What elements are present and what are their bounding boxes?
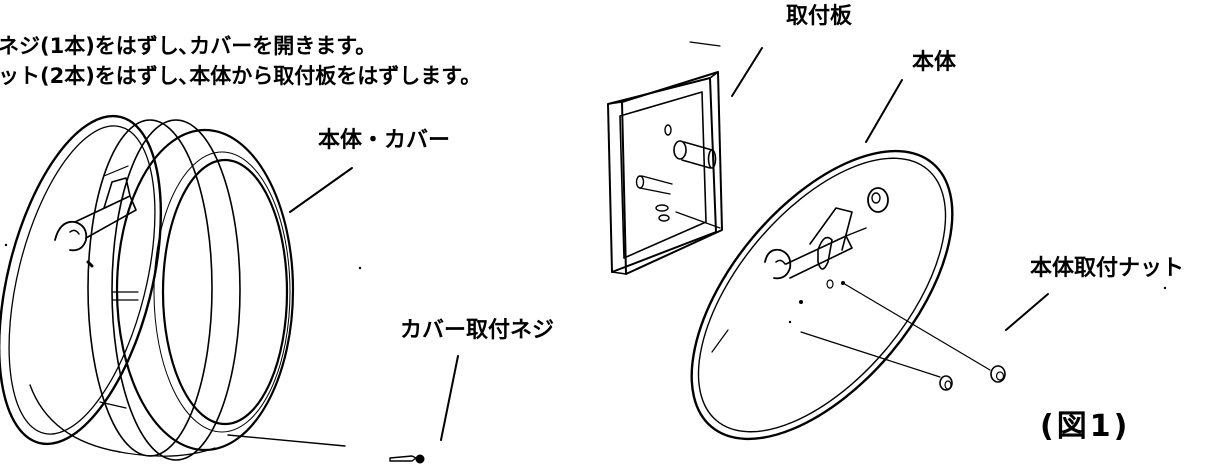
figure-number: (図1) bbox=[1040, 409, 1131, 444]
body-nut-illustration bbox=[939, 286, 1167, 391]
label-cover-screw: カバー取付ネジ bbox=[400, 318, 555, 343]
label-body: 本体 bbox=[912, 50, 957, 75]
body-illustration bbox=[690, 79, 991, 441]
label-body-cover: 本体・カバー bbox=[318, 128, 451, 153]
label-mounting-plate: 取付板 bbox=[786, 4, 853, 29]
label-body-nut: 本体取付ナット bbox=[1030, 256, 1185, 281]
instruction-line-2: ット(2本)をはずし､本体から取付板をはずします。 bbox=[0, 64, 482, 88]
body-cover-assembly-illustration bbox=[0, 114, 362, 461]
cover-screw-illustration bbox=[227, 355, 459, 464]
mounting-plate-illustration bbox=[607, 41, 763, 275]
instruction-line-1: ネジ(1本)をはずし､カバーを開きます。 bbox=[0, 34, 377, 58]
